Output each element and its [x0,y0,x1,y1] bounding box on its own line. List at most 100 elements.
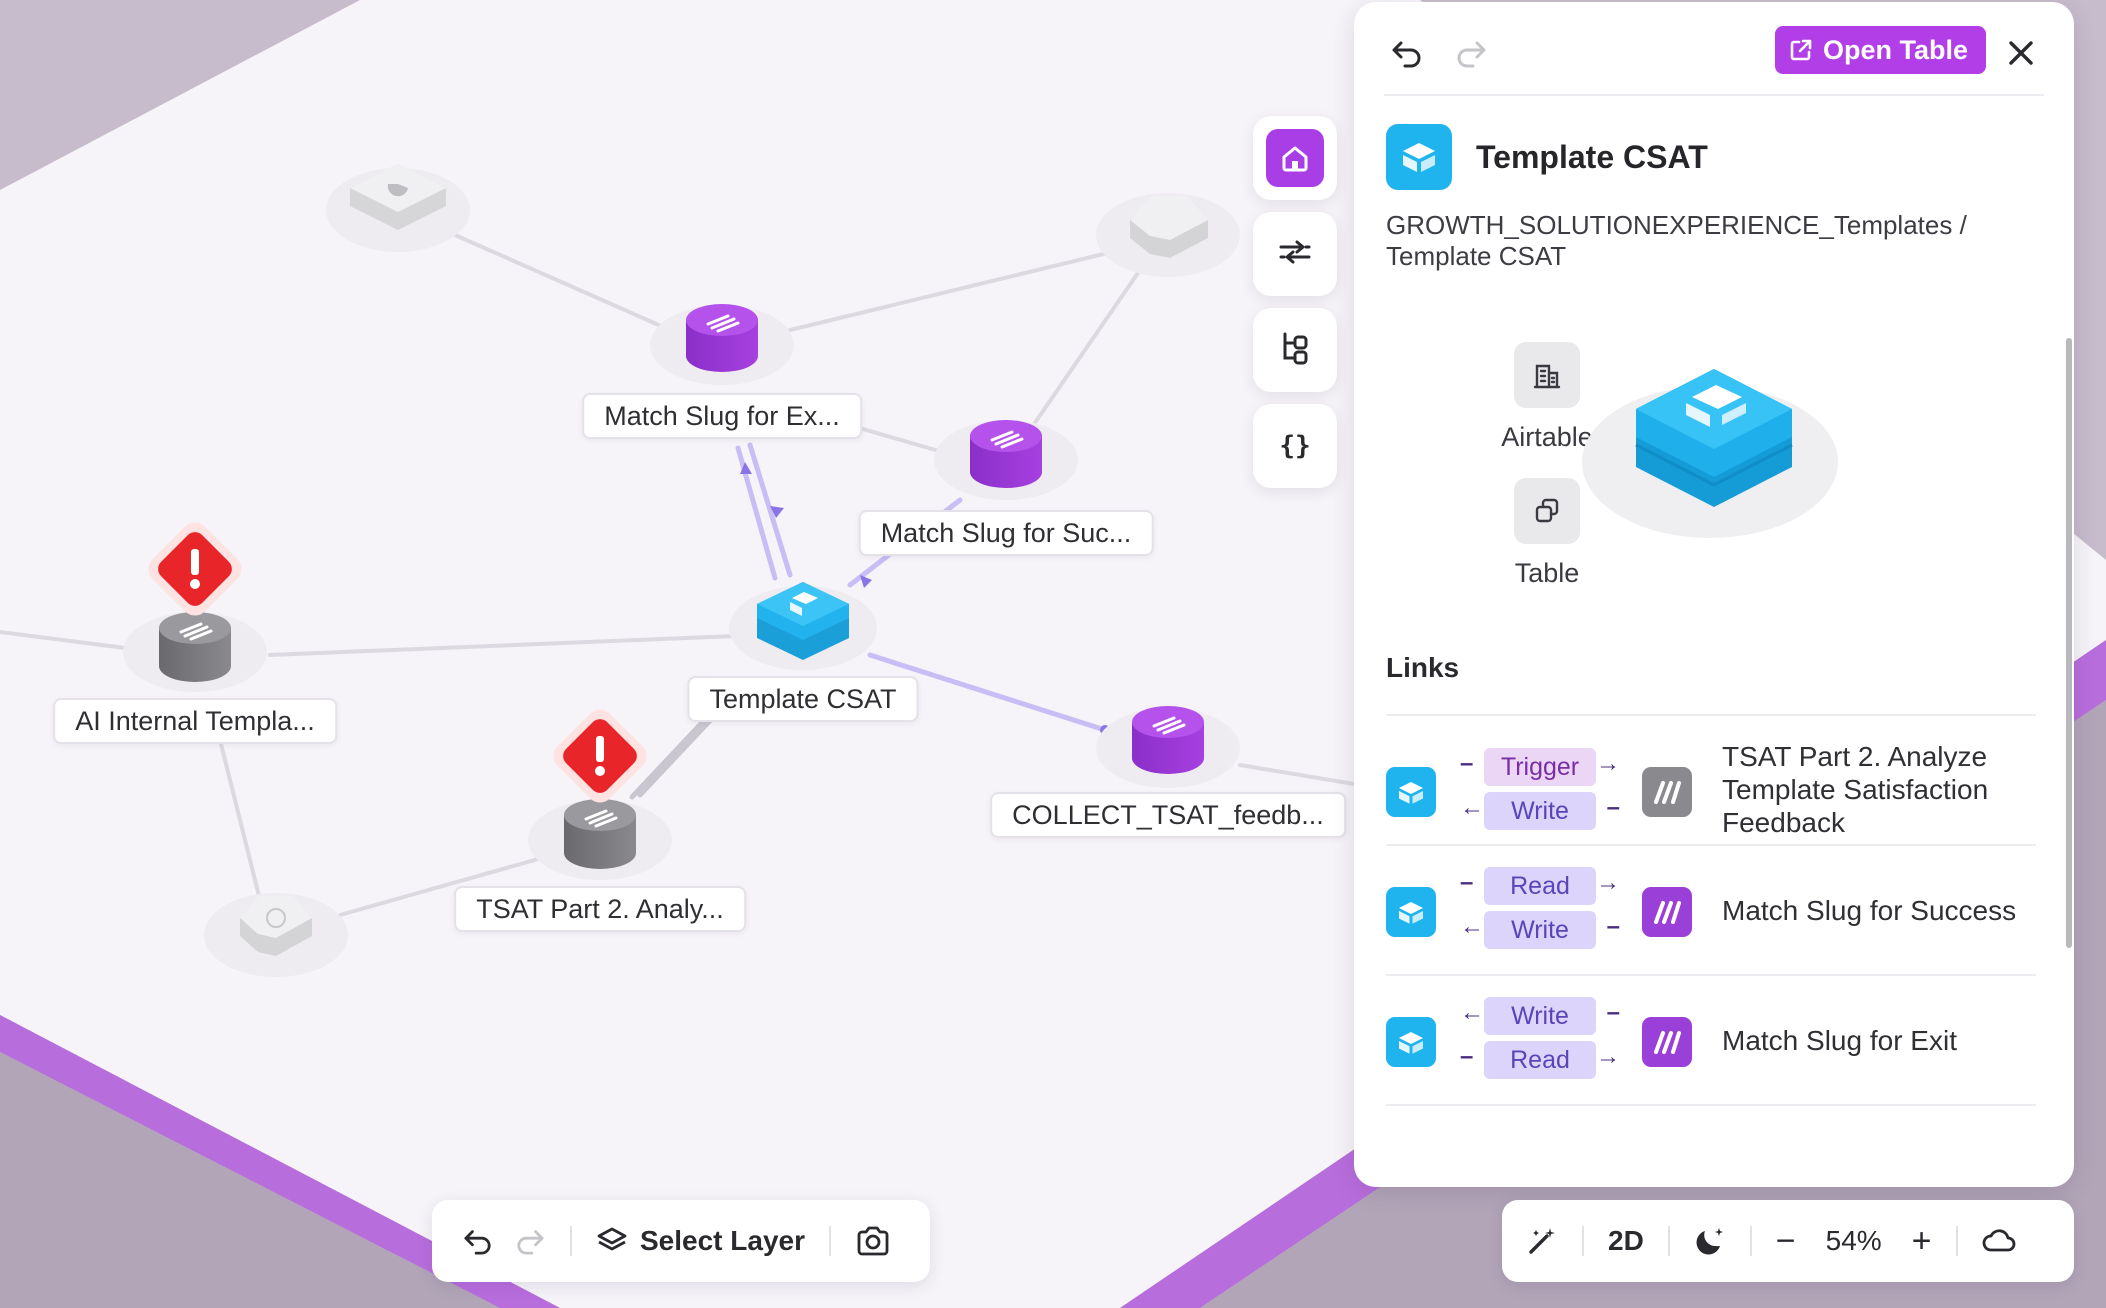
node-integration-topright[interactable] [1096,193,1240,277]
airtable-icon [1386,124,1452,190]
arrow-right-icon: → [1596,750,1620,777]
link-direction-in: ← Write – [1460,911,1620,949]
toolbar-divider [1749,1226,1752,1256]
link-type-pill: Write [1484,997,1596,1035]
meta-source-label: Airtable [1501,422,1593,452]
node-label[interactable]: Match Slug for Suc... [858,510,1154,556]
airtable-preview-icon [1635,369,1793,507]
home-button[interactable] [1253,116,1337,200]
close-icon [2009,41,2033,65]
view-mode-toggle[interactable]: 2D [1608,1225,1644,1256]
close-button[interactable] [1998,30,2044,76]
link-type-pill: Trigger [1484,748,1596,786]
select-layer-label: Select Layer [640,1225,805,1256]
code-braces-icon: {} [1279,431,1311,461]
link-direction-out: – Read → [1460,867,1620,905]
view-toolbar: 2D − 54% + [1502,1200,2074,1282]
dash-icon: – [1460,1043,1474,1070]
link-target-name: Match Slug for Exit [1722,1025,1957,1056]
redo-button[interactable] [504,1211,556,1271]
airtable-icon [1386,887,1436,937]
panel-title: Template CSAT [1476,138,1708,175]
panel-title-row: Template CSAT [1386,124,1708,190]
node-integration-bottomleft[interactable] [204,893,348,977]
meta-type-label: Table [1514,558,1580,588]
dash-icon: – [1606,913,1620,940]
building-icon [1514,342,1580,408]
link-direction-out: – Read → [1460,1041,1620,1079]
error-icon[interactable] [143,517,248,622]
toolbar-divider [1582,1226,1584,1256]
hierarchy-icon [1279,331,1311,370]
meta-source: Airtable [1477,342,1617,453]
link-direction-in: ← Write – [1460,997,1620,1035]
cloud-icon [1982,1229,2015,1252]
toolbar-divider [829,1226,831,1256]
link-type-pill: Read [1484,867,1596,905]
theme-toggle[interactable] [1684,1211,1736,1271]
node-tsat-part-2[interactable] [528,799,672,880]
zoom-level: 54% [1825,1225,1882,1256]
zoom-in-button[interactable]: + [1911,1221,1932,1260]
link-direction-in: ← Write – [1460,792,1620,830]
fit-view-button[interactable] [1972,1211,2026,1271]
node-label[interactable]: TSAT Part 2. Analy... [454,886,746,932]
zoom-out-button[interactable]: − [1775,1221,1796,1260]
make-scenario-icon [1642,767,1692,817]
links-divider [1386,714,2036,716]
open-table-button[interactable]: Open Table [1774,26,1986,74]
arrow-right-icon: → [1596,869,1620,896]
toolbar-divider [570,1226,572,1256]
node-label[interactable]: Template CSAT [687,676,919,722]
redo-icon [1457,41,1486,68]
arrow-left-icon: ← [1460,999,1484,1026]
dash-icon: – [1460,869,1474,896]
node-match-slug-success[interactable] [934,420,1078,500]
node-template-csat[interactable] [729,582,877,670]
undo-button[interactable] [452,1211,504,1271]
airtable-icon [1386,767,1436,817]
node-collect-tsat[interactable] [1096,706,1240,788]
link-target-name: TSAT Part 2. Analyze Template Satisfacti… [1722,741,1989,838]
node-label[interactable]: COLLECT_TSAT_feedb... [990,792,1346,838]
dash-icon: – [1606,999,1620,1026]
undo-icon [1392,41,1421,68]
select-layer-button[interactable]: Select Layer [586,1211,815,1271]
links-heading: Links [1386,652,1460,683]
magic-wand-button[interactable] [1516,1211,1568,1271]
link-type-pill: Write [1484,911,1596,949]
magic-wand-icon [1529,1228,1555,1254]
table-shape-icon [1514,478,1580,544]
make-scenario-icon [1642,887,1692,937]
make-scenario-icon [1642,1017,1692,1067]
error-icon[interactable] [548,704,653,809]
link-type-pill: Write [1484,792,1596,830]
undo-button[interactable] [1384,30,1430,76]
panel-scrollbar[interactable] [2066,338,2072,948]
arrow-left-icon: ← [1460,794,1484,821]
hierarchy-button[interactable] [1253,308,1337,392]
moon-icon [1696,1228,1723,1255]
node-integration-topleft[interactable] [326,164,470,252]
meta-type: Table [1477,478,1617,589]
node-ai-internal[interactable] [123,612,267,692]
node-label[interactable]: Match Slug for Ex... [582,393,862,439]
undo-icon [464,1230,491,1255]
external-link-icon [1790,39,1812,61]
airtable-icon [1386,1017,1436,1067]
arrow-right-icon: → [1596,1043,1620,1070]
screenshot-button[interactable] [845,1211,901,1271]
filter-button[interactable] [1253,212,1337,296]
link-row[interactable]: – Read → ← Write – Match Slug for Succes… [1386,846,2036,976]
redo-button[interactable] [1448,30,1494,76]
node-match-slug-exit[interactable] [650,304,794,385]
link-target-name: Match Slug for Success [1722,895,2017,926]
bottom-toolbar: Select Layer [432,1200,930,1282]
link-row[interactable]: ← Write – – Read → Match Slug for Exit [1386,976,2036,1106]
table-path: GROWTH_SOLUTIONEXPERIENCE_Templates / Te… [1386,210,1967,271]
code-button[interactable]: {} [1253,404,1337,488]
node-label[interactable]: AI Internal Templa... [53,698,337,744]
link-row[interactable]: – Trigger → ← Write – TSAT Part 2. Analy… [1386,716,2036,846]
view-tools: {} [1253,116,1337,500]
details-panel: Open Table Template CSAT GROWTH_SOLUTION… [1354,2,2074,1187]
